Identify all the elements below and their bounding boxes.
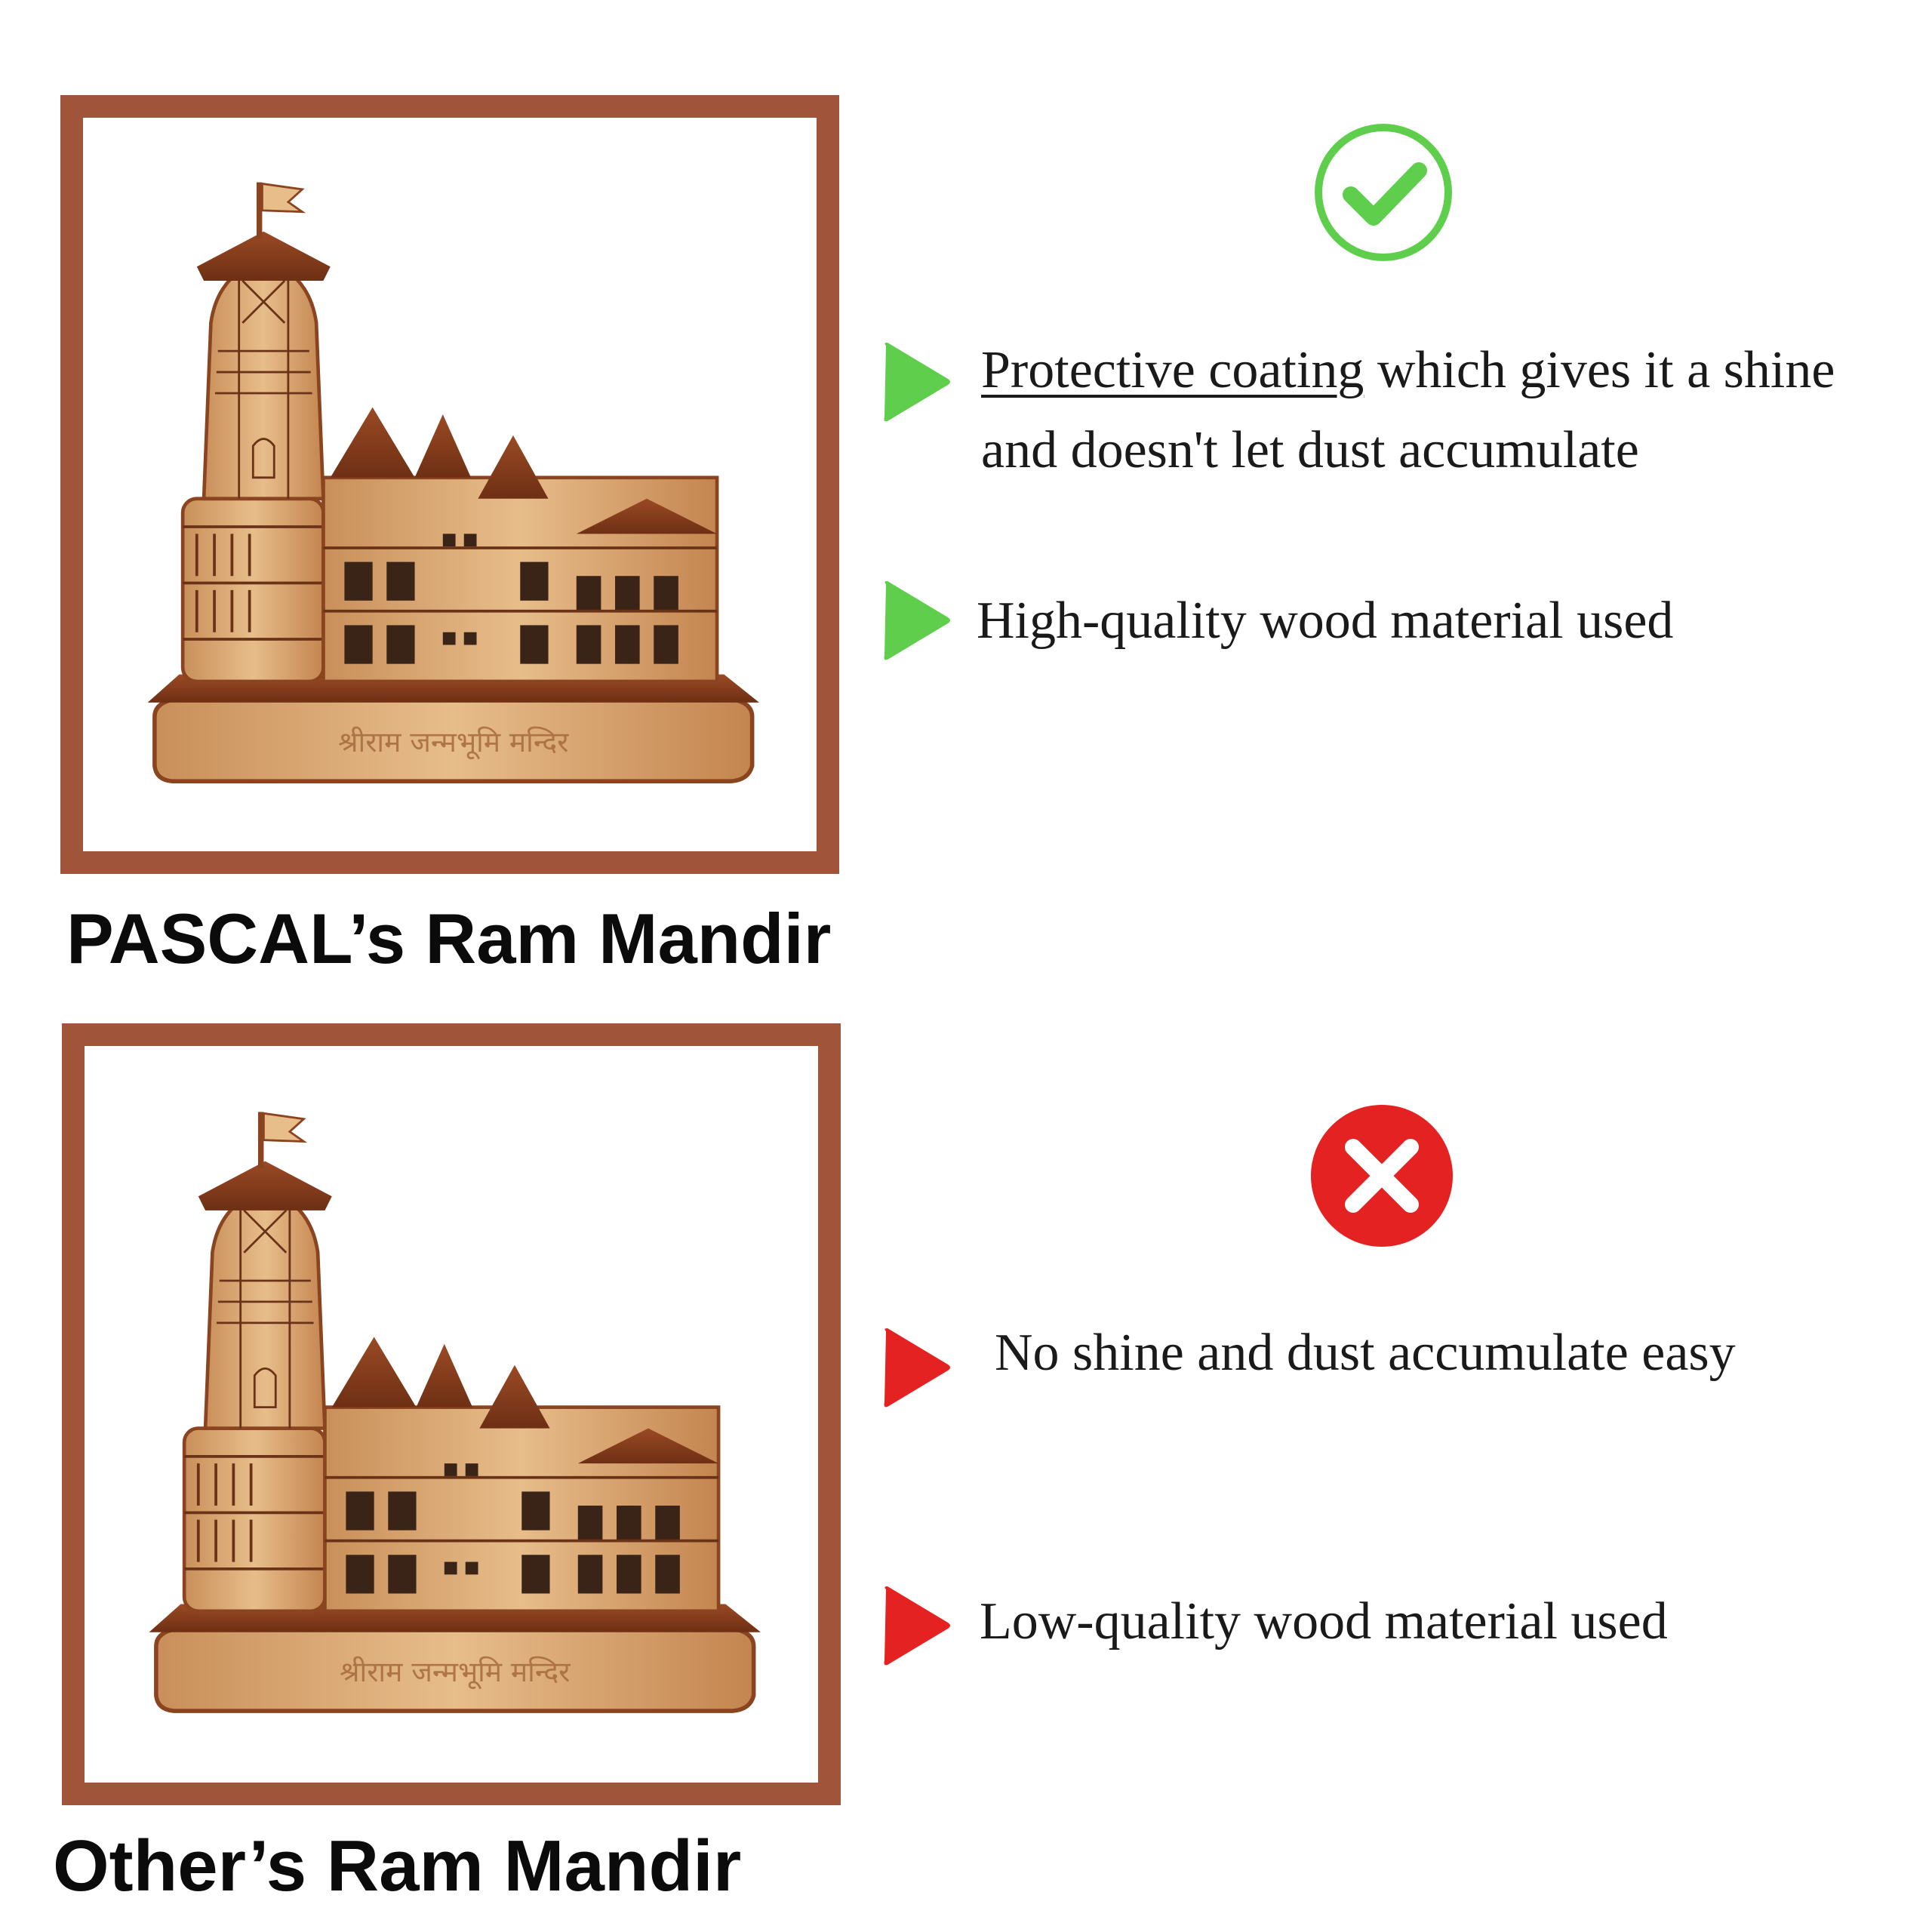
bottom-point-2: Low-quality wood material used [980, 1592, 1668, 1651]
top-point-1-rest: which gives it a shine and doesn't let d… [981, 341, 1835, 479]
red-triangle-bullet-icon [884, 1328, 950, 1407]
top-point-1-highlight: Protective coating [981, 341, 1364, 399]
product-caption-top: PASCAL’s Ram Mandir [66, 899, 832, 978]
green-triangle-bullet-icon [884, 343, 950, 422]
green-triangle-bullet-icon [884, 581, 950, 660]
top-point-1: Protective coating which gives it a shin… [981, 331, 1857, 491]
temple-model-image [112, 147, 787, 822]
product-caption-bottom: Other’s Ram Mandir [53, 1826, 742, 1906]
check-circle-icon [1315, 124, 1452, 261]
product-image-frame-top [60, 95, 839, 874]
top-point-2: High-quality wood material used [977, 592, 1674, 650]
product-image-frame-bottom [62, 1023, 841, 1805]
temple-model-image [114, 1075, 789, 1753]
red-triangle-bullet-icon [884, 1586, 950, 1666]
cross-circle-icon [1311, 1105, 1453, 1247]
bottom-point-1: No shine and dust accumulate easy [995, 1324, 1736, 1382]
